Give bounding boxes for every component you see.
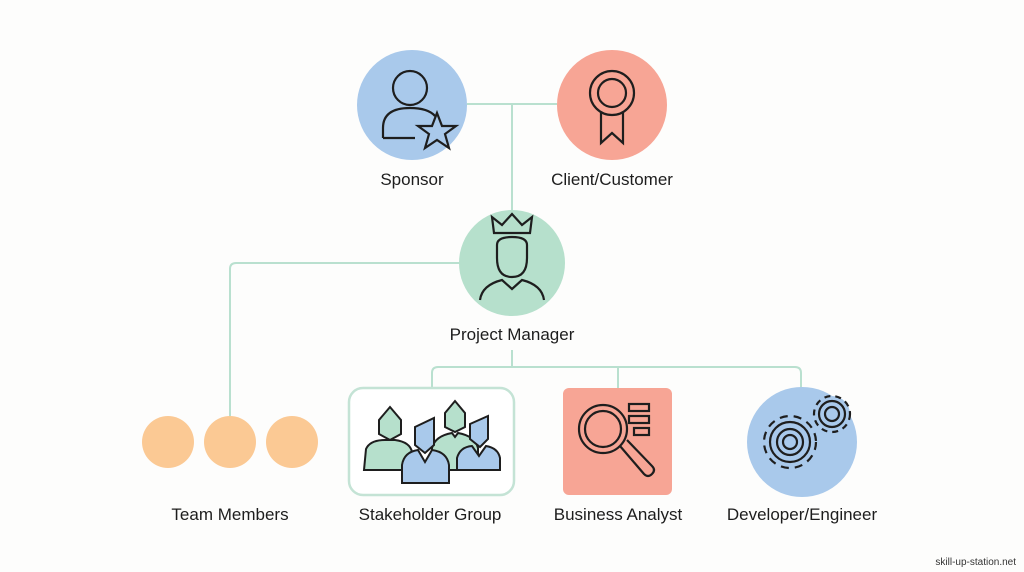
developer-engineer-label: Developer/Engineer [726,505,878,524]
team-members-label: Team Members [171,505,289,524]
business-analyst-node[interactable] [563,388,672,495]
magnifier-list-icon [577,402,656,478]
team-member-circle [266,416,318,468]
client-node[interactable] [557,50,667,160]
person-crown-icon [478,212,546,301]
team-members-node[interactable] [142,416,318,468]
person-star-icon [381,69,460,151]
developer-engineer-node[interactable] [747,387,857,497]
project-manager-node[interactable] [459,210,565,316]
team-member-circle [204,416,256,468]
team-member-circle [142,416,194,468]
connector-bottom-branch [431,366,802,388]
business-analyst-label: Business Analyst [553,505,683,524]
gears-icon [762,394,852,470]
sponsor-label: Sponsor [380,170,444,189]
sponsor-node[interactable] [357,50,467,160]
watermark: skill-up-station.net [935,557,1016,568]
stakeholder-group-node[interactable] [347,386,516,497]
connectors [229,103,802,416]
connector-pm-team [229,262,459,416]
stakeholder-group-label: Stakeholder Group [358,505,502,524]
award-ribbon-icon [588,69,636,146]
client-label: Client/Customer [551,170,673,189]
project-manager-label: Project Manager [449,325,575,344]
people-group-icon [362,399,501,484]
